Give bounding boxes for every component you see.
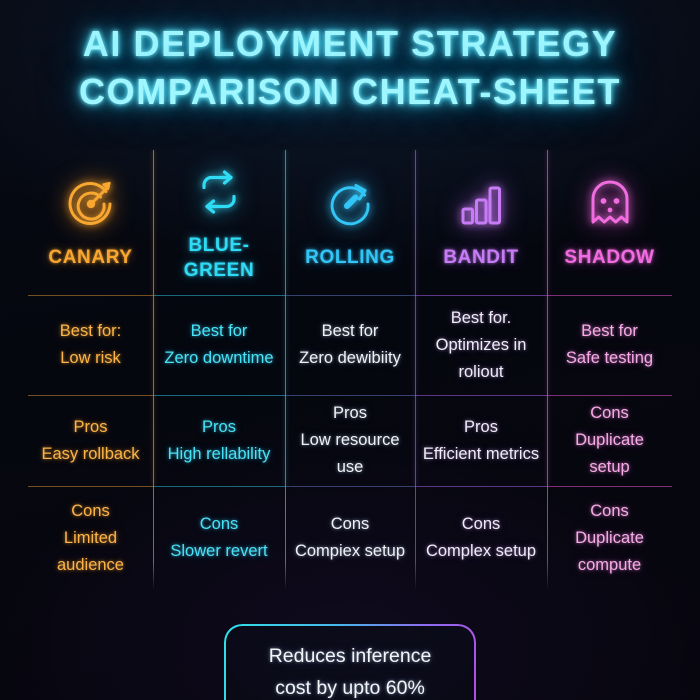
sync-arrows-icon <box>193 163 245 221</box>
cell-key: Pros <box>73 417 108 436</box>
cell-value: Low resource use <box>300 431 400 476</box>
table-cell: Cons Compiex setup <box>285 485 416 590</box>
table-cell: Best for Zero downtime <box>153 294 286 395</box>
cell-value: Complex setup <box>425 542 537 560</box>
table-cell: Pros High rellability <box>153 394 286 486</box>
table-cell: Cons Duplicate compute <box>547 485 672 590</box>
cell-value: Slower revert <box>170 542 268 560</box>
cell-key: Best for: <box>59 322 122 340</box>
cell-value: Efficient metrics <box>422 444 540 463</box>
page-title: AI DEPLOYMENT STRATEGY COMPARISON CHEAT-… <box>0 20 700 116</box>
column-header-label: ROLLING <box>305 247 395 268</box>
rolling-gauge-icon <box>325 175 375 233</box>
table-cell: Cons Complex setup <box>415 485 548 590</box>
cell-key: Best for. <box>450 308 512 327</box>
comparison-table: CANARY BLUE-GREEN ROLLING <box>28 150 672 590</box>
cell-key: Pros <box>202 417 236 436</box>
cell-value: Safe testing <box>565 349 654 367</box>
column-header-rolling: ROLLING <box>285 150 416 295</box>
summary-line-2: cost by upto 60% <box>275 677 425 699</box>
ghost-icon <box>586 175 634 233</box>
cell-value: Easy rollback <box>41 444 140 463</box>
table-cell: Cons Limited audience <box>28 485 154 590</box>
cell-value: Zero downtime <box>164 349 274 367</box>
column-header-blue-green: BLUE-GREEN <box>153 150 286 295</box>
summary-badge: Reduces inference cost by upto 60% <box>224 624 476 700</box>
cell-key: Cons <box>330 515 370 533</box>
page-title-line-1: AI DEPLOYMENT STRATEGY <box>82 23 618 64</box>
cell-key: Cons <box>590 404 629 422</box>
table-cell: Best for: Low risk <box>28 294 154 395</box>
cell-key: Pros <box>333 404 367 422</box>
column-header-shadow: SHADOW <box>547 150 672 295</box>
cell-value: Zero dewibiity <box>299 349 401 367</box>
cell-key: Best for <box>581 322 638 340</box>
table-cell: Cons Slower revert <box>153 485 286 590</box>
cell-key: Cons <box>590 501 629 520</box>
table-cell: Pros Efficient metrics <box>415 394 548 486</box>
column-header-label: BANDIT <box>443 247 519 268</box>
cell-value: High rellability <box>167 444 271 463</box>
bar-chart-icon <box>457 175 505 233</box>
page-title-line-2: COMPARISON CHEAT-SHEET <box>79 71 621 112</box>
cell-key: Best for <box>190 322 248 340</box>
summary-line-1: Reduces inference <box>268 645 432 667</box>
target-icon <box>65 175 117 233</box>
table-cell: Pros Low resource use <box>285 394 416 486</box>
column-header-label: BLUE-GREEN <box>183 234 255 281</box>
cell-value: Optimizes in roliout <box>435 335 527 381</box>
cell-key: Cons <box>71 501 110 520</box>
cell-key: Pros <box>464 417 498 436</box>
table-cell: Best for. Optimizes in roliout <box>415 294 548 395</box>
column-header-canary: CANARY <box>28 150 154 295</box>
column-header-bandit: BANDIT <box>415 150 548 295</box>
table-cell: Best for Safe testing <box>547 294 672 395</box>
table-cell: Pros Easy rollback <box>28 394 154 486</box>
cell-key: Best for <box>321 322 379 340</box>
cell-value: Compiex setup <box>294 542 406 560</box>
cell-key: Cons <box>199 515 239 533</box>
column-header-label: CANARY <box>48 247 133 268</box>
table-cell: Best for Zero dewibiity <box>285 294 416 395</box>
cell-value: Limited audience <box>57 528 124 574</box>
cell-value: Duplicate compute <box>575 528 644 574</box>
cell-key: Cons <box>461 515 501 533</box>
table-cell: Cons Duplicate setup <box>547 394 672 486</box>
column-header-label: SHADOW <box>564 247 655 268</box>
cell-value: Low risk <box>60 349 121 367</box>
cell-value: Duplicate setup <box>575 431 644 476</box>
